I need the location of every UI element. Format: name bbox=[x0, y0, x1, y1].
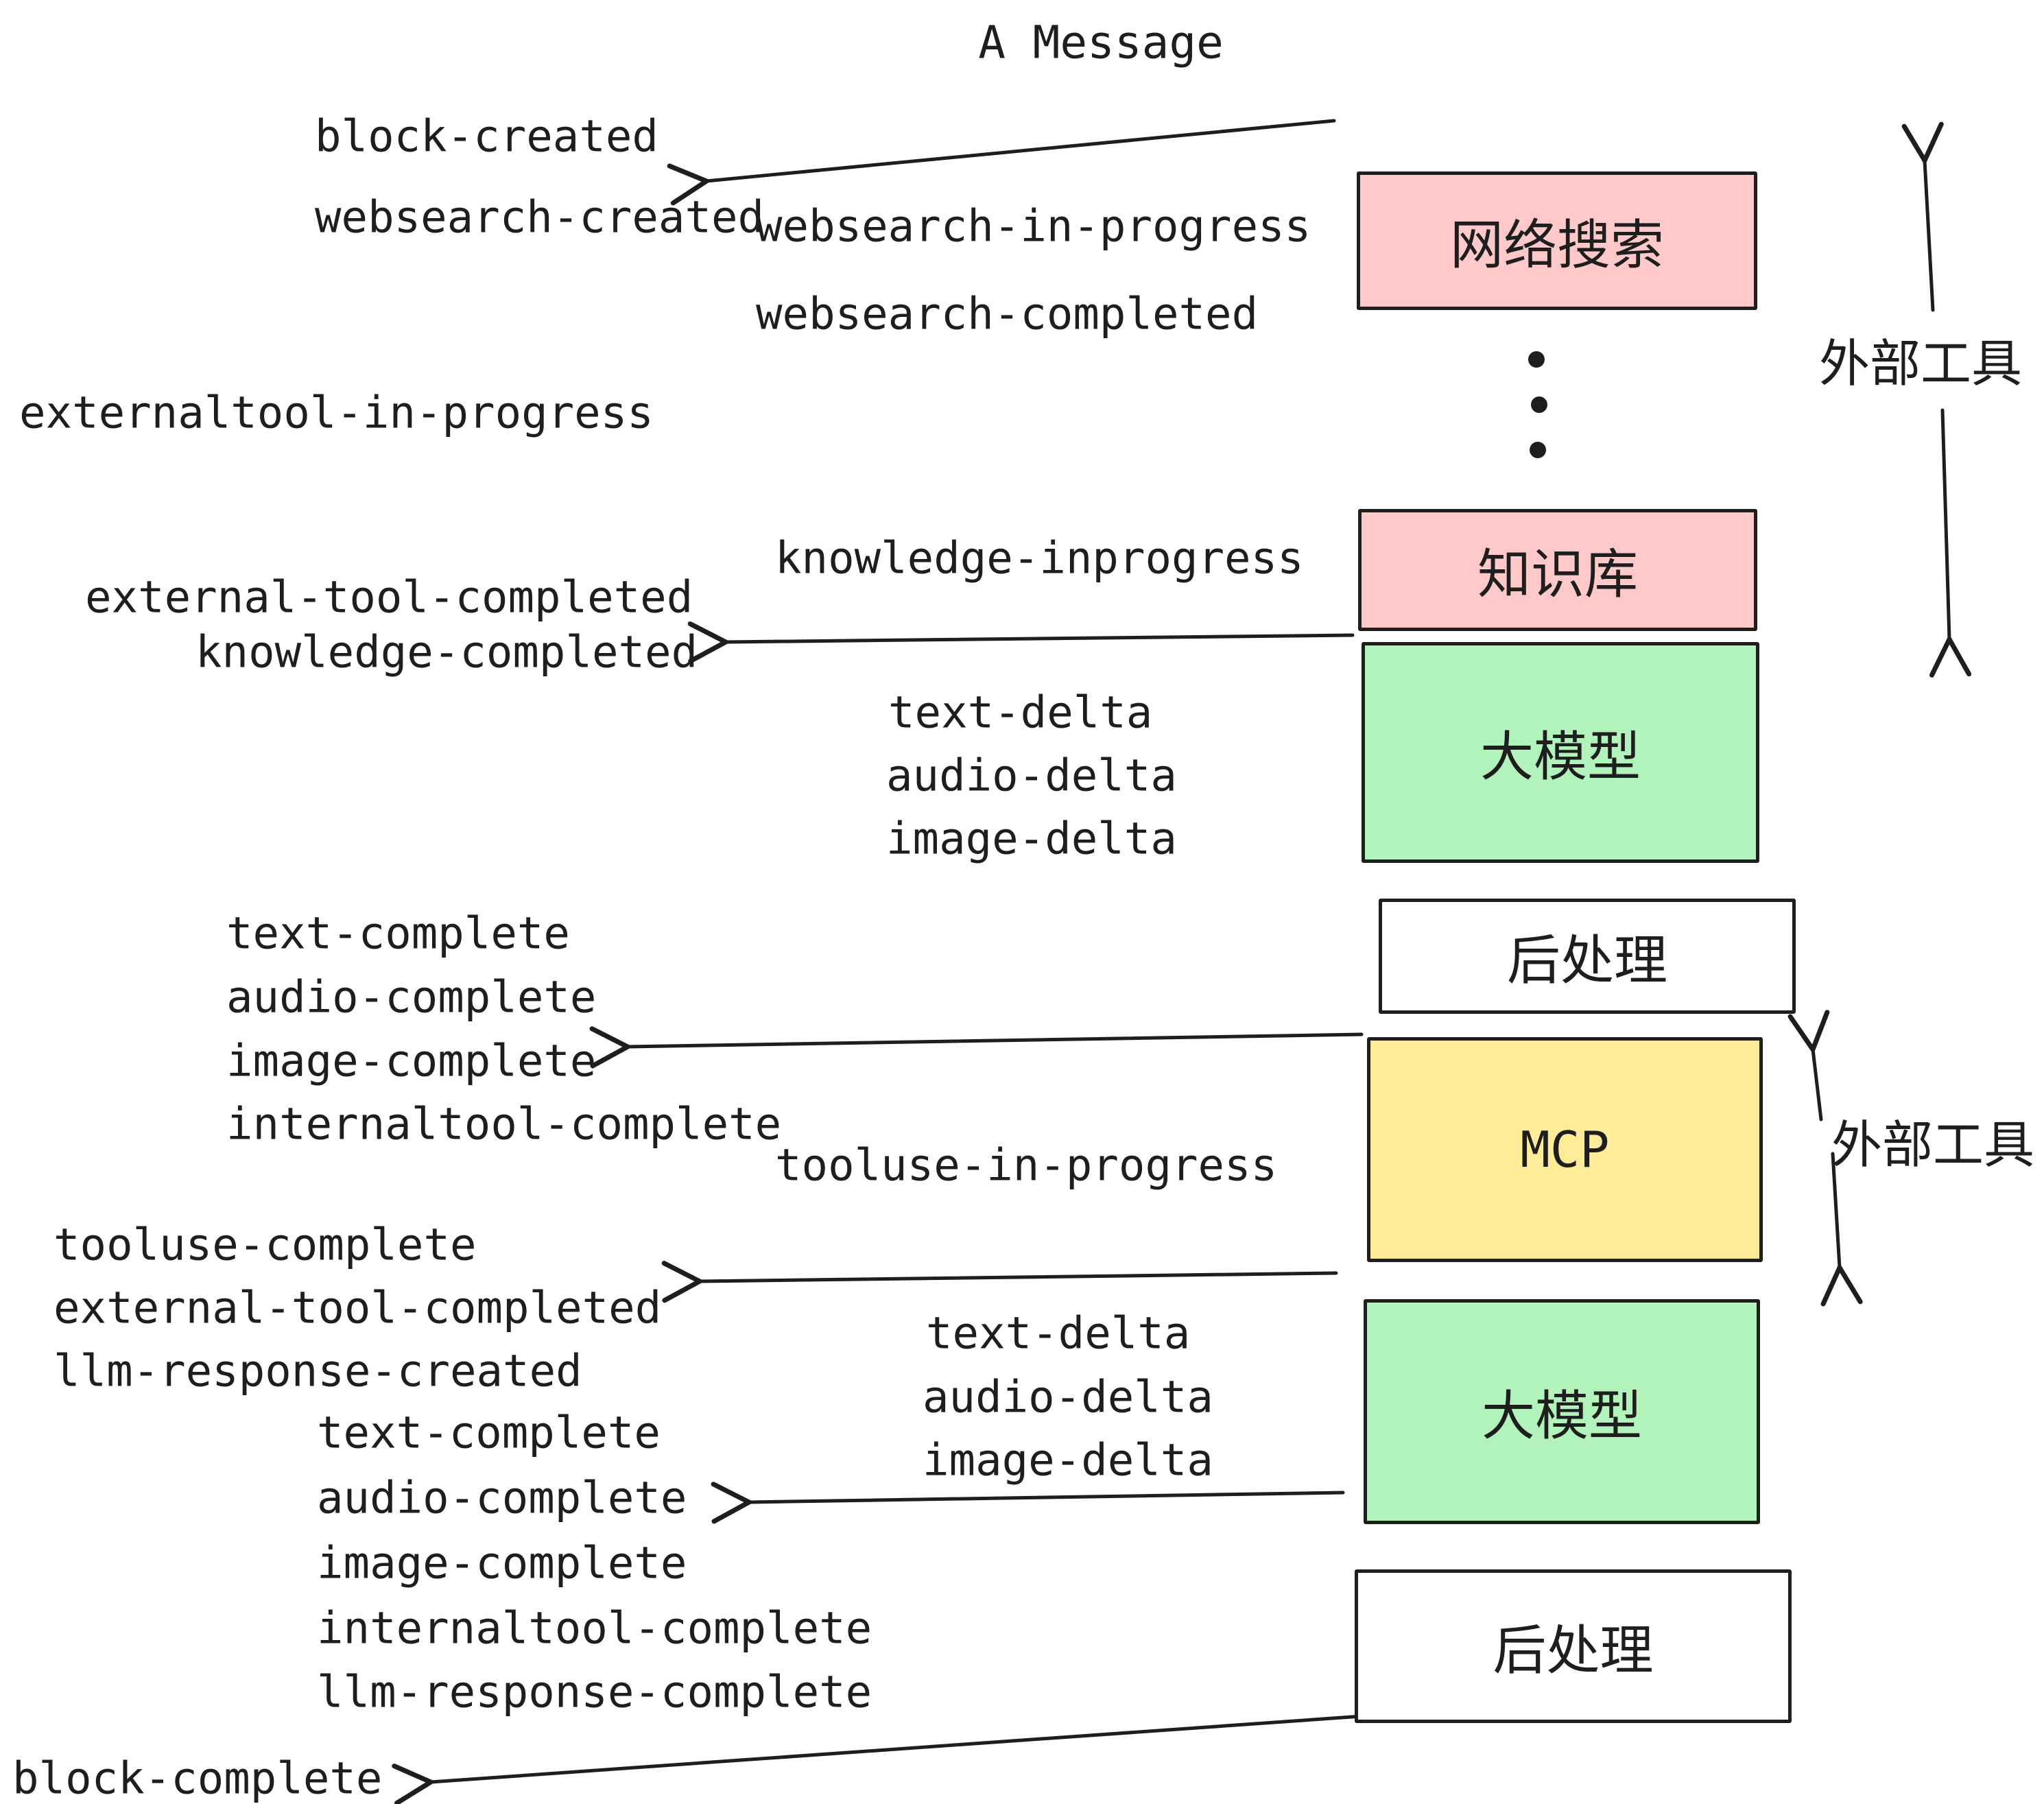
event-externaltool-in-progress: externaltool-in-progress bbox=[19, 388, 654, 439]
arrow-to-audio-complete bbox=[711, 1482, 1345, 1524]
box-llm-2: 大模型 bbox=[1364, 1299, 1760, 1524]
event-image-complete-1: image-complete bbox=[226, 1036, 597, 1087]
event-internaltool-complete-1: internaltool-complete bbox=[226, 1099, 782, 1150]
box-websearch-label: 网络搜索 bbox=[1449, 215, 1664, 275]
box-postprocess-1-label: 后处理 bbox=[1506, 930, 1667, 990]
box-knowledge-label: 知识库 bbox=[1477, 544, 1638, 604]
arrow-to-block-complete bbox=[392, 1714, 1364, 1804]
arrow-to-tooluse-complete bbox=[661, 1261, 1338, 1303]
event-image-delta-2: image-delta bbox=[923, 1435, 1213, 1486]
event-knowledge-completed: knowledge-completed bbox=[195, 627, 698, 678]
box-knowledge: 知识库 bbox=[1358, 509, 1757, 631]
arrow-to-knowledge-completed bbox=[687, 621, 1355, 664]
ellipsis-dot bbox=[1530, 442, 1546, 458]
box-mcp: MCP bbox=[1367, 1037, 1763, 1262]
box-postprocess-2-label: 后处理 bbox=[1493, 1620, 1654, 1681]
event-knowledge-inprogress: knowledge-inprogress bbox=[775, 533, 1304, 584]
event-llm-response-complete: llm-response-complete bbox=[317, 1667, 872, 1718]
ellipsis-dot bbox=[1531, 396, 1547, 413]
arrow-to-block-created bbox=[667, 119, 1336, 206]
ellipsis-dot bbox=[1528, 351, 1545, 368]
up-arrow-external-tools-2 bbox=[1787, 1010, 1830, 1121]
external-tools-label-1: 外部工具 bbox=[1819, 335, 2022, 392]
event-websearch-in-progress: websearch-in-progress bbox=[756, 201, 1311, 252]
box-llm-2-label: 大模型 bbox=[1481, 1386, 1642, 1446]
event-websearch-completed: websearch-completed bbox=[756, 289, 1259, 340]
event-tooluse-complete: tooluse-complete bbox=[54, 1220, 477, 1271]
event-text-delta-1: text-delta bbox=[888, 687, 1153, 739]
event-text-complete-2: text-complete bbox=[317, 1408, 661, 1459]
box-websearch: 网络搜索 bbox=[1357, 171, 1757, 310]
box-postprocess-1: 后处理 bbox=[1379, 899, 1796, 1014]
event-external-tool-completed-1: external-tool-completed bbox=[85, 572, 693, 624]
diagram-title: A Message bbox=[978, 16, 1224, 69]
event-tooluse-in-progress: tooluse-in-progress bbox=[775, 1140, 1278, 1191]
event-audio-complete-2: audio-complete bbox=[317, 1473, 687, 1524]
down-arrow-external-tools-2 bbox=[1820, 1152, 1863, 1307]
event-llm-response-created: llm-response-created bbox=[54, 1346, 582, 1397]
event-external-tool-completed-2: external-tool-completed bbox=[54, 1283, 662, 1334]
box-llm-1: 大模型 bbox=[1362, 642, 1759, 863]
event-websearch-created: websearch-created bbox=[315, 192, 765, 244]
up-arrow-external-tools-1 bbox=[1901, 121, 1944, 312]
event-audio-complete-1: audio-complete bbox=[226, 972, 597, 1023]
event-image-delta-1: image-delta bbox=[886, 814, 1177, 865]
event-block-created: block-created bbox=[315, 111, 658, 163]
down-arrow-external-tools-1 bbox=[1929, 408, 1972, 678]
box-postprocess-2: 后处理 bbox=[1355, 1569, 1792, 1723]
event-text-complete-1: text-complete bbox=[226, 908, 570, 960]
event-image-complete-2: image-complete bbox=[317, 1538, 687, 1589]
arrow-to-image-complete bbox=[589, 1026, 1364, 1069]
event-text-delta-2: text-delta bbox=[926, 1308, 1191, 1360]
box-llm-1-label: 大模型 bbox=[1479, 726, 1641, 787]
event-audio-delta-1: audio-delta bbox=[886, 750, 1177, 802]
external-tools-label-2: 外部工具 bbox=[1831, 1116, 2034, 1174]
event-audio-delta-2: audio-delta bbox=[923, 1372, 1213, 1423]
box-mcp-label: MCP bbox=[1520, 1121, 1610, 1178]
event-internaltool-complete-2: internaltool-complete bbox=[317, 1603, 872, 1654]
event-block-complete: block-complete bbox=[12, 1753, 383, 1804]
